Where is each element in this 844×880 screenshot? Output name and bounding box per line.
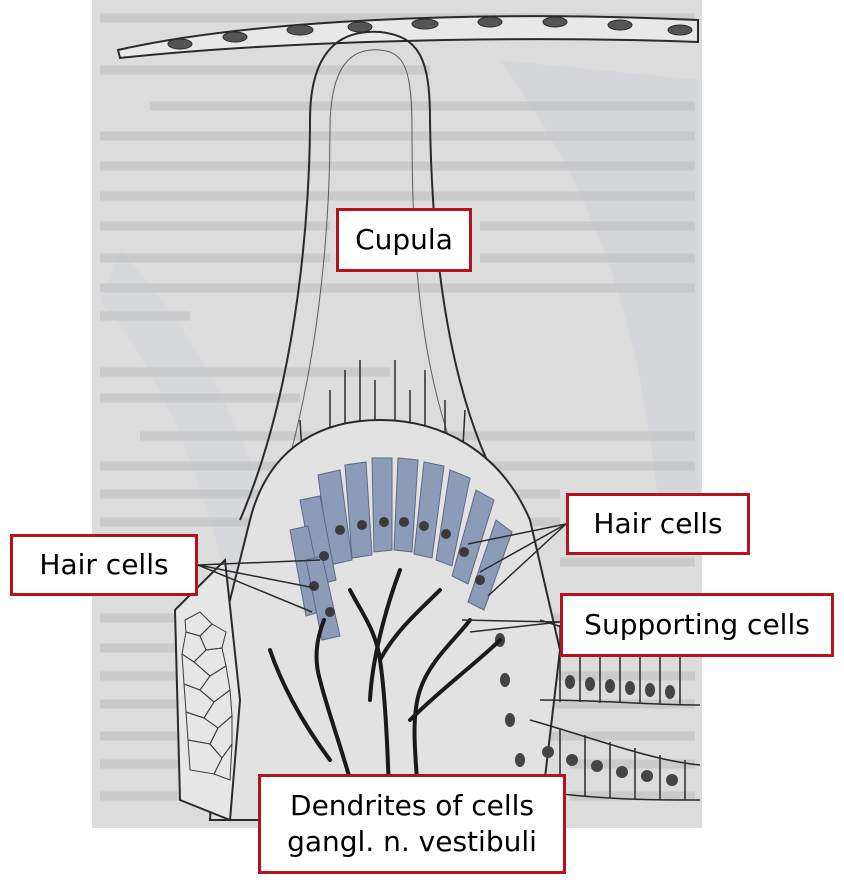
label-hair-cells-left: Hair cells — [10, 534, 198, 596]
label-hair-cells-right-text: Hair cells — [593, 506, 722, 542]
label-dendrites-line2: gangl. n. vestibuli — [287, 824, 537, 860]
label-supporting-cells: Supporting cells — [560, 593, 834, 657]
label-cupula-text: Cupula — [355, 222, 453, 258]
label-dendrites: Dendrites of cells gangl. n. vestibuli — [258, 774, 566, 874]
label-dendrites-line1: Dendrites of cells — [290, 788, 534, 824]
label-cupula: Cupula — [336, 208, 472, 272]
label-hair-cells-left-text: Hair cells — [39, 547, 168, 583]
label-hair-cells-right: Hair cells — [566, 493, 750, 555]
label-supporting-cells-text: Supporting cells — [584, 607, 810, 643]
